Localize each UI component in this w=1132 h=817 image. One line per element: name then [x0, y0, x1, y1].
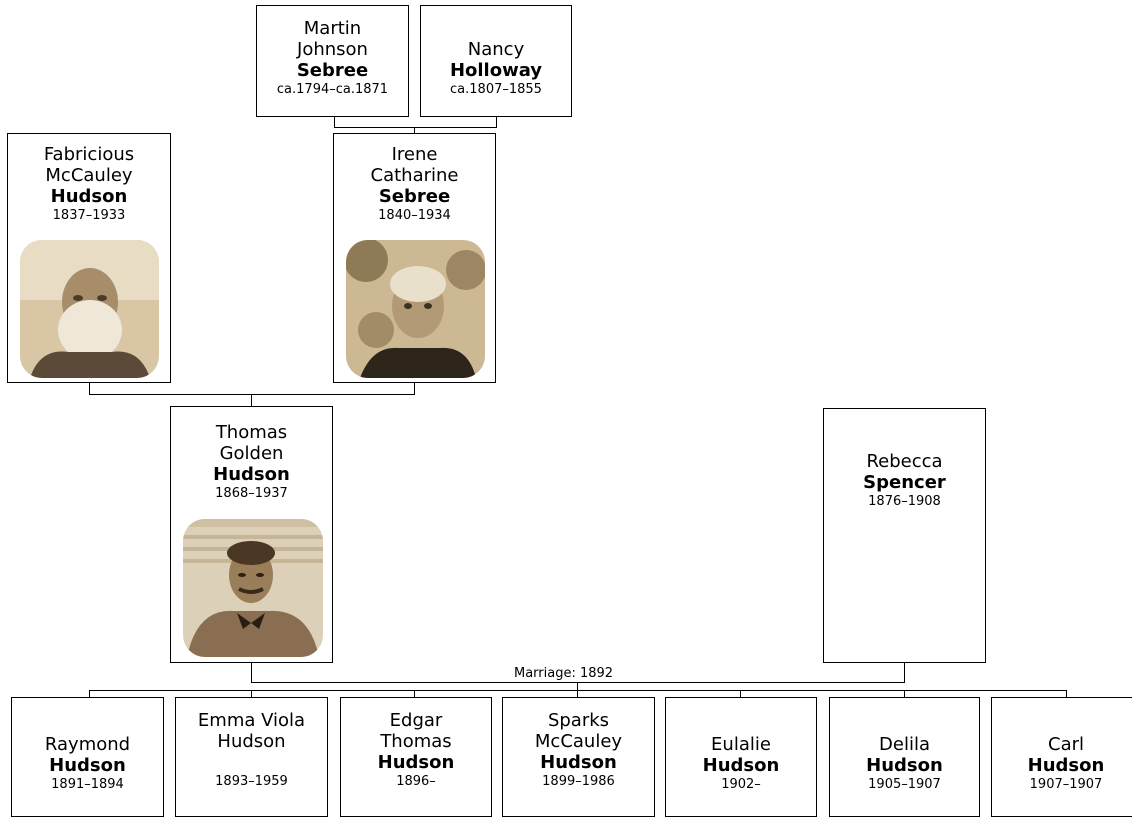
surname: Hudson [50, 186, 128, 207]
given-name: Johnson [297, 39, 368, 60]
connector-line [334, 127, 497, 128]
connector-line [89, 394, 415, 395]
given-names: Sparks McCauley [503, 710, 654, 752]
surname: Hudson [866, 755, 943, 776]
given-name: Nancy [467, 39, 525, 60]
person-card-fabricious-hudson[interactable]: Fabricious McCauley Hudson 1837–1933 [7, 133, 171, 383]
person-card-rebecca-spencer[interactable]: Rebecca Spencer 1876–1908 [823, 408, 986, 663]
given-name: Fabricious [43, 144, 135, 165]
connector-line [414, 127, 415, 133]
connector-line [904, 690, 905, 698]
person-card-delila-hudson[interactable]: Delila Hudson 1905–1907 [829, 697, 980, 817]
given-name: Golden [219, 443, 284, 464]
surname: Hudson [377, 752, 455, 773]
portrait-photo [346, 240, 485, 378]
given-name: Edgar [389, 710, 443, 731]
person-card-sparks-hudson[interactable]: Sparks McCauley Hudson 1899–1986 [502, 697, 655, 817]
given-names: Rebecca [824, 451, 985, 472]
given-name: Catharine [370, 165, 459, 186]
given-names: Irene Catharine [334, 144, 495, 186]
life-dates: 1837–1933 [52, 208, 126, 223]
life-dates: 1840–1934 [378, 208, 451, 223]
given-names: Raymond [12, 734, 163, 755]
connector-line [89, 690, 90, 698]
marriage-label: Marriage: 1892 [512, 666, 616, 681]
connector-line [740, 690, 741, 698]
portrait-photo [20, 240, 159, 378]
surname: Spencer [863, 472, 946, 493]
person-card-thomas-hudson[interactable]: Thomas Golden Hudson 1868–1937 [170, 406, 333, 663]
surname: Hudson [49, 755, 126, 776]
connector-line [251, 662, 252, 683]
person-card-edgar-hudson[interactable]: Edgar Thomas Hudson 1896– [340, 697, 492, 817]
life-dates: ca.1807–1855 [450, 82, 542, 97]
person-card-raymond-hudson[interactable]: Raymond Hudson 1891–1894 [11, 697, 164, 817]
connector-line [577, 690, 578, 698]
given-names: Delila [830, 734, 979, 755]
given-name: Irene [391, 144, 438, 165]
given-name: Sparks [547, 710, 610, 731]
connector-line [1066, 690, 1067, 698]
connector-line [89, 382, 90, 395]
given-name: Thomas [215, 422, 288, 443]
given-name: Delila [879, 734, 930, 755]
surname: Hudson [213, 464, 290, 485]
person-card-eulalie-hudson[interactable]: Eulalie Hudson 1902– [665, 697, 817, 817]
given-name: McCauley [45, 165, 133, 186]
given-name: Eulalie [711, 734, 771, 755]
person-card-carl-hudson[interactable]: Carl Hudson 1907–1907 [991, 697, 1132, 817]
given-names: Eulalie [666, 734, 816, 755]
connector-line [904, 662, 905, 683]
life-dates: 1905–1907 [868, 777, 941, 792]
life-dates: 1896– [396, 774, 436, 789]
life-dates: 1868–1937 [215, 486, 288, 501]
given-name: Carl [1048, 734, 1084, 755]
life-dates: 1893–1959 [215, 774, 288, 789]
given-names: Edgar Thomas [341, 710, 491, 752]
life-dates: ca.1794–ca.1871 [276, 82, 389, 97]
connector-line [414, 382, 415, 395]
surname: Hudson [540, 752, 617, 773]
given-name: McCauley [534, 731, 623, 752]
portrait-photo [183, 519, 323, 657]
given-names: Emma Viola Hudson [176, 710, 327, 752]
given-names: Carl [992, 734, 1132, 755]
life-dates: 1907–1907 [1029, 777, 1103, 792]
life-dates: 1899–1986 [542, 774, 615, 789]
marriage-line [251, 682, 905, 683]
connector-line [577, 682, 578, 691]
surname: Hudson [1027, 755, 1105, 776]
surname: Hudson [702, 755, 780, 776]
given-names: Martin Johnson [257, 18, 408, 60]
connector-line [251, 690, 252, 698]
life-dates: 1902– [721, 777, 761, 792]
connector-line [496, 116, 497, 128]
connector-line [334, 116, 335, 128]
given-name: Raymond [44, 734, 131, 755]
connector-line [414, 690, 415, 698]
given-name: Hudson [217, 731, 286, 752]
life-dates: 1891–1894 [51, 777, 124, 792]
person-card-nancy-holloway[interactable]: Nancy Holloway ca.1807–1855 [420, 5, 572, 117]
given-name: Rebecca [866, 451, 943, 472]
life-dates: 1876–1908 [868, 494, 941, 509]
surname: Sebree [378, 186, 451, 207]
given-name: Emma Viola [197, 710, 306, 731]
given-names: Nancy [421, 39, 571, 60]
person-card-emma-hudson[interactable]: Emma Viola Hudson 1893–1959 [175, 697, 328, 817]
surname: Sebree [296, 60, 369, 81]
given-names: Fabricious McCauley [8, 144, 170, 186]
given-name: Martin [303, 18, 362, 39]
given-names: Thomas Golden [171, 422, 332, 464]
person-card-martin-sebree[interactable]: Martin Johnson Sebree ca.1794–ca.1871 [256, 5, 409, 117]
given-name: Thomas [380, 731, 452, 752]
connector-line [251, 394, 252, 406]
person-card-irene-sebree[interactable]: Irene Catharine Sebree 1840–1934 [333, 133, 496, 383]
surname [176, 752, 327, 774]
surname: Holloway [449, 60, 543, 81]
